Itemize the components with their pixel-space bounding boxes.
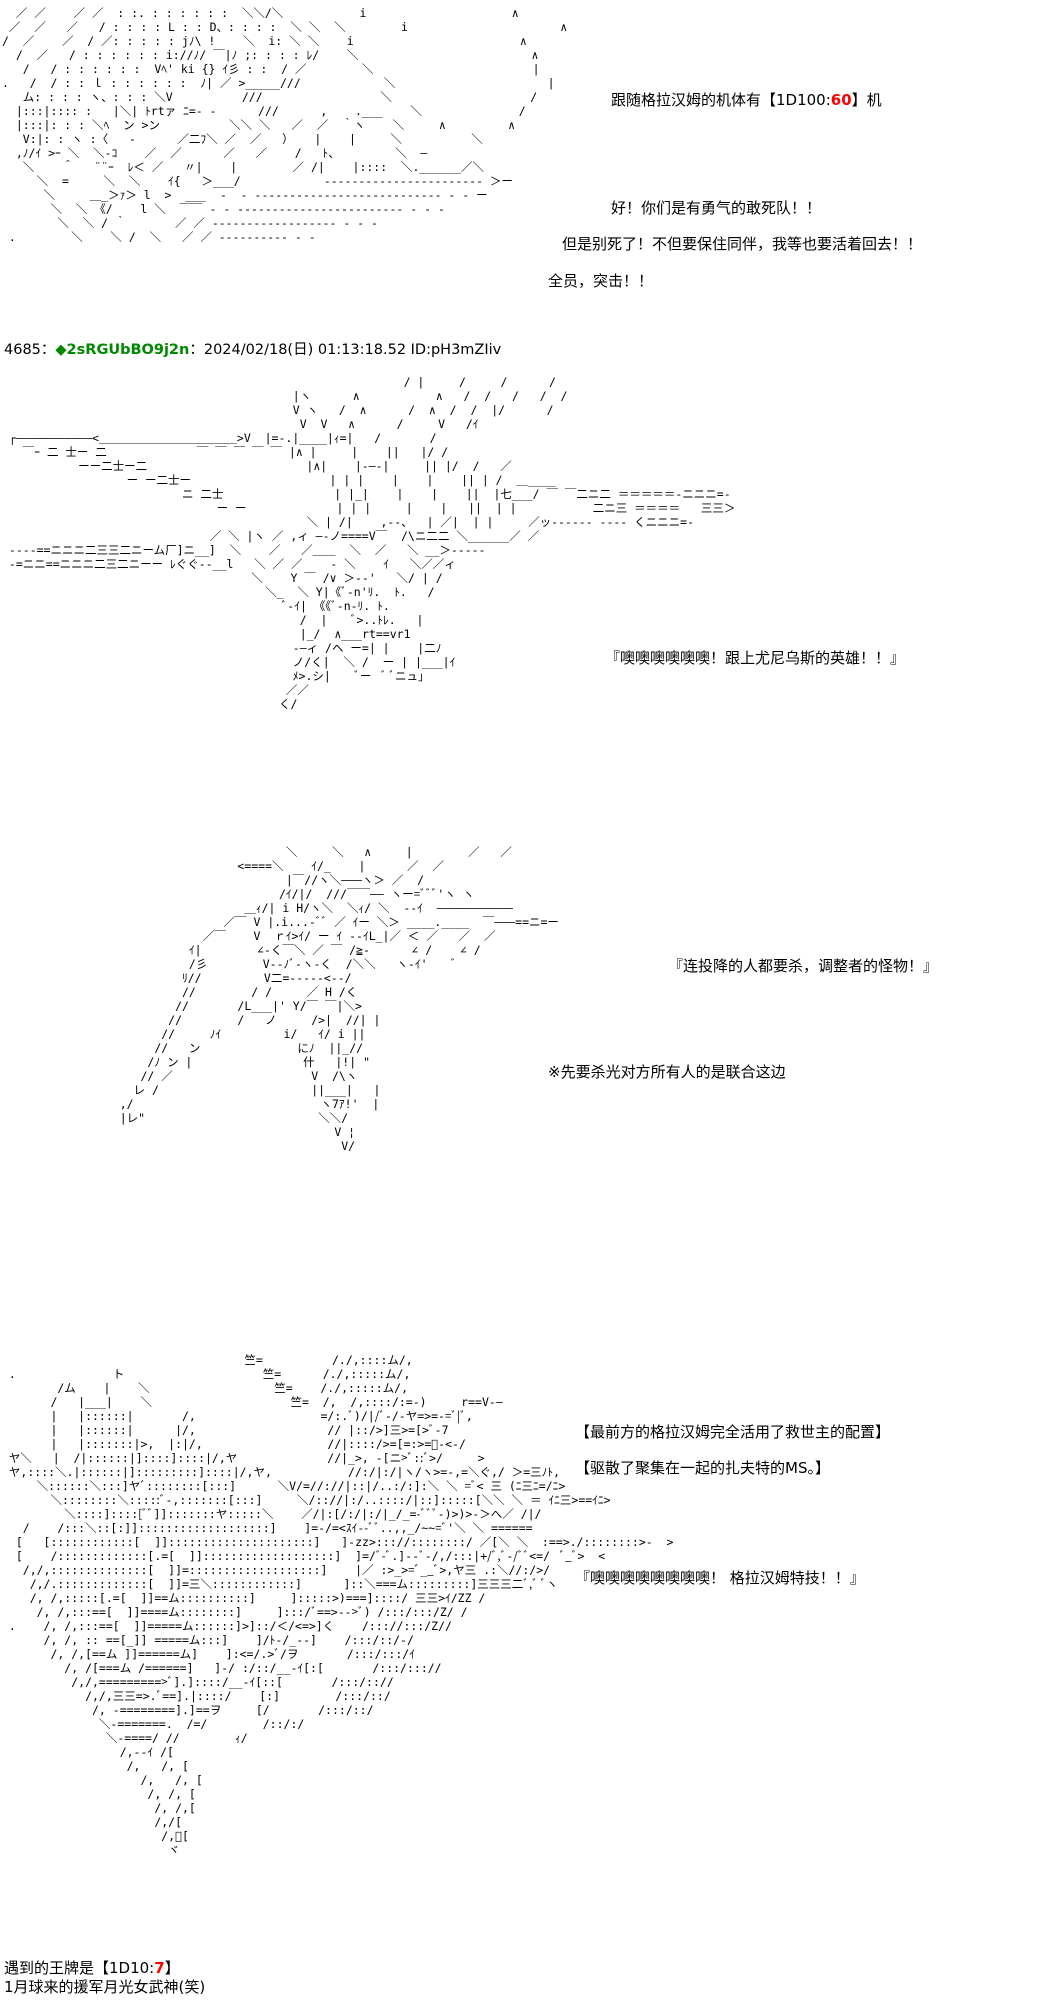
dice-line-suffix: 】 [164, 1959, 180, 1977]
dialogue-line: 好！你们是有勇气的敢死队！！ [611, 199, 822, 217]
note-line: ※先要杀光对方所有人的是联合这边 [548, 1063, 786, 1081]
dice-line-prefix: 遇到的王牌是【1D10: [4, 1959, 155, 1977]
dice-line-ace: 遇到的王牌是【1D10:7】 [4, 1958, 180, 1978]
dice-line-followers: 跟随格拉汉姆的机体有【1D100:60】机 [611, 90, 882, 110]
narration-line: 【最前方的格拉汉姆完全活用了救世主的配置】 [575, 1423, 891, 1441]
post-info: ：2024/02/18(日) 01:13:18.52 ID:pH3mZIiv [189, 342, 502, 358]
dialogue-line: 『噢噢噢噢噢噢噢噢！ 格拉汉姆特技！！』 [575, 1569, 865, 1587]
dice-line-suffix: 】机 [851, 91, 882, 109]
result-line: 1月球来的援军月光女武神(笑) [4, 1978, 206, 1996]
ascii-art-panel-3: ＼ ＼ ∧ | ／ ／ <====＼ ｲ/_ | ／ ／ |￣//ヽ＼―――ヽ＞… [119, 845, 559, 1153]
narration-line: 【驱散了聚集在一起的扎夫特的MS。】 [575, 1459, 830, 1477]
post-header: 4685：◆2sRGUbBO9j2n：2024/02/18(日) 01:13:1… [4, 338, 501, 359]
ascii-art-panel-2: / | / / / |ヽ ∧ ∧ / / / / / V ヽ / ∧ / ∧ /… [8, 375, 736, 711]
dice-result: 60 [830, 91, 852, 109]
post-number[interactable]: 4685 [4, 342, 41, 358]
dialogue-line: 全员，突击！！ [548, 272, 654, 290]
ascii-art-panel-4: 竺= /./,::::ム/, . ト 竺= /./,:::::ム/, /ム | … [8, 1353, 674, 1857]
ascii-art-panel-1: ／ ／ ／ ／ : :. : : : : : : ＼＼/＼ i ∧ ／ ／ ／ … [2, 6, 568, 244]
post-separator: ： [40, 342, 56, 358]
tripcode: ◆2sRGUbBO9j2n [55, 342, 190, 358]
dialogue-line: 但是别死了！不但要保住同伴，我等也要活着回去！！ [562, 235, 923, 253]
dice-line-prefix: 跟随格拉汉姆的机体有【1D100: [611, 91, 831, 109]
dialogue-line: 『连投降的人都要杀，调整者的怪物！』 [668, 957, 939, 975]
dice-result: 7 [154, 1959, 165, 1977]
dialogue-line: 『噢噢噢噢噢噢！跟上尤尼乌斯的英雄！！』 [605, 649, 906, 667]
